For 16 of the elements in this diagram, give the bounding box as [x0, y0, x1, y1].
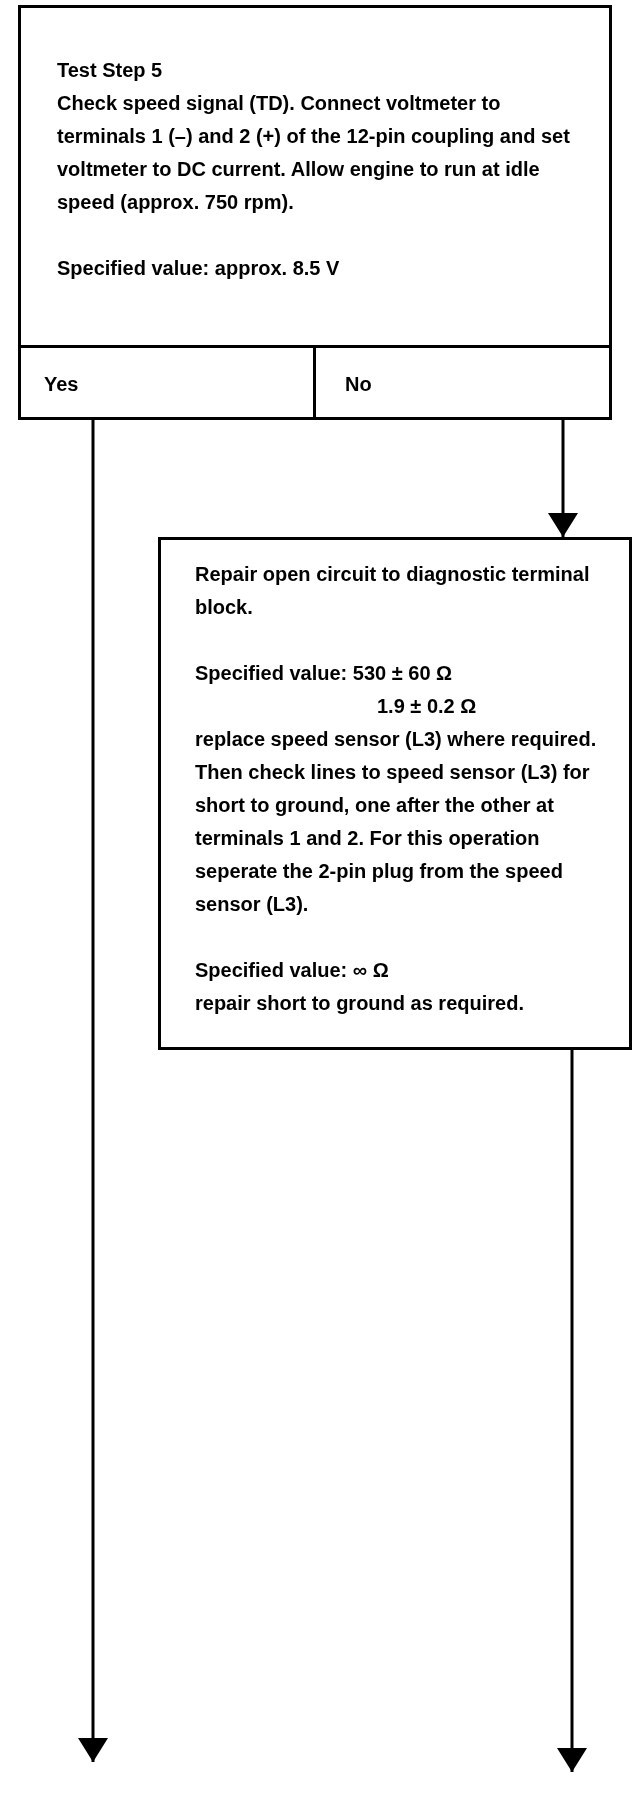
flow-arrow	[78, 420, 108, 1762]
instruction-text: Check speed signal (TD). Connect voltmeter to terminals 1 (–) and 2 (+) of the 12-pin coupling and set voltmeter to DC current. Allow engine to run at idle speed (approx. 750 rpm).	[57, 91, 571, 215]
specified-value-text: Specified value: approx. 8.5 V	[57, 256, 341, 281]
yes-cell: Yes	[18, 345, 316, 420]
instruction-text: replace speed sensor (L3) where required. Then check lines to speed sensor (L3) for short to ground, one after the other at terminals 1 and 2. For this operation seperate the 2-pin plug from the speed sensor (L3).	[195, 727, 598, 917]
test-step-box	[18, 5, 612, 420]
no-cell: No	[313, 345, 612, 420]
instruction-text: Repair open circuit to diagnostic terminal block.	[195, 562, 591, 620]
specified-value-text: Specified value: ∞ Ω	[195, 958, 390, 983]
repair-box	[158, 537, 632, 1050]
flow-arrow	[548, 420, 578, 537]
step-heading: Test Step 5	[57, 58, 164, 83]
instruction-text: repair short to ground as required.	[195, 991, 525, 1016]
specified-value-text: 1.9 ± 0.2 Ω	[376, 694, 478, 719]
specified-value-text: Specified value: 530 ± 60 Ω	[195, 661, 454, 686]
flow-arrow	[557, 1050, 587, 1772]
